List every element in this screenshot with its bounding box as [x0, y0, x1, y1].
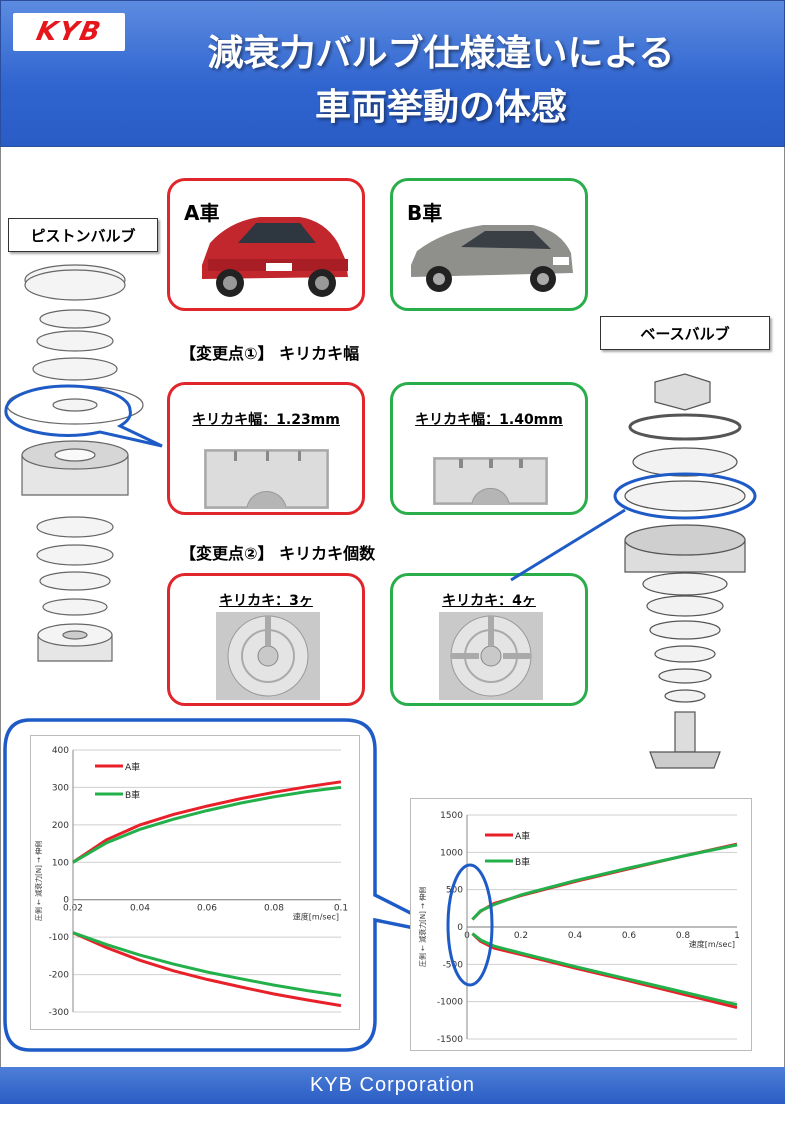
series-line-extension [72, 785, 342, 864]
x-tick-label: 0.8 [676, 931, 691, 941]
x-tick-label: 0.08 [264, 904, 284, 914]
title-line-2: 車両挙動の体感 [314, 87, 567, 128]
disc-count-b-image [439, 612, 543, 700]
footer-banner: KYB Corporation [0, 1067, 785, 1104]
y-tick-label: 0 [457, 923, 463, 933]
kyb-logo: KYB [13, 13, 125, 51]
y-tick-label: -1000 [437, 998, 463, 1008]
series-line-extension [471, 843, 738, 921]
change-1-b-card: キリカキ幅：1.40mm [390, 382, 588, 515]
y-tick-label: -1500 [437, 1035, 463, 1045]
base-valve-diagram [624, 373, 746, 769]
x-tick-label: 0.1 [334, 904, 348, 914]
change-2-b-card: キリカキ：4ヶ [390, 573, 588, 706]
y-tick-label: 400 [52, 746, 69, 756]
piston-highlight-pointer [4, 384, 163, 448]
series-line-extension [72, 780, 342, 864]
x-tick-label: 0.4 [568, 931, 583, 941]
change-2-title: 【変更点②】 キリカキ個数 [180, 544, 376, 563]
series-line-compression [471, 932, 738, 1007]
x-axis-label: 速度[m/sec] [293, 912, 339, 922]
base-highlight-pointer [510, 472, 757, 582]
y-axis-label: 圧側 ← 減衰力[N] → 伸側 [34, 841, 43, 921]
disc-width-b-image [433, 457, 548, 505]
legend-label: A車 [125, 761, 140, 773]
change-2-a-caption: キリカキ：3ヶ [219, 593, 313, 609]
y-tick-label: -100 [49, 933, 70, 943]
car-a-card: A車 [167, 178, 365, 311]
change-1-title: 【変更点①】 キリカキ幅 [180, 344, 360, 363]
y-tick-label: 0 [63, 896, 69, 906]
y-tick-label: 100 [52, 858, 69, 868]
chart2-highlight-ellipse [446, 863, 494, 987]
series-line-compression [72, 931, 342, 997]
disc-width-a-image [204, 449, 329, 509]
x-tick-label: 0.04 [130, 904, 150, 914]
y-tick-label: 200 [52, 821, 69, 831]
x-tick-label: 0.06 [197, 904, 217, 914]
y-tick-label: -300 [49, 1008, 70, 1018]
legend-label: A車 [515, 830, 530, 842]
base-valve-label: ベースバルブ [600, 316, 770, 350]
piston-valve-label: ピストンバルブ [8, 218, 158, 252]
disc-count-a-image [216, 612, 320, 700]
change-1-b-caption: キリカキ幅：1.40mm [415, 412, 563, 428]
content-frame [0, 147, 785, 1067]
x-tick-label: 0.2 [514, 931, 528, 941]
change-2-b-caption: キリカキ：4ヶ [442, 593, 536, 609]
page-title: 減衰力バルブ仕様違いによる 車両挙動の体感 [131, 27, 751, 135]
change-1-a-caption: キリカキ幅：1.23mm [192, 412, 340, 428]
y-axis-label: 圧側 ← 減衰力[N] → 伸側 [418, 887, 427, 967]
car-b-image [411, 225, 573, 292]
series-line-compression [72, 931, 342, 1008]
x-axis-label: 速度[m/sec] [689, 939, 735, 949]
x-tick-label: 0.6 [622, 931, 637, 941]
car-b-name: B車 [407, 201, 443, 225]
car-a-image [202, 217, 348, 297]
car-a-name: A車 [184, 201, 220, 225]
x-tick-label: 1 [734, 931, 740, 941]
change-1-a-card: キリカキ幅：1.23mm [167, 382, 365, 515]
header-banner: KYB 減衰力バルブ仕様違いによる 車両挙動の体感 [0, 0, 785, 147]
y-tick-label: 1000 [440, 848, 463, 858]
y-tick-label: 300 [52, 783, 69, 793]
title-line-1: 減衰力バルブ仕様違いによる [207, 33, 675, 74]
y-tick-label: -200 [49, 971, 70, 981]
zoom-bubble [3, 718, 459, 1052]
y-tick-label: 1500 [440, 811, 463, 821]
series-line-extension [471, 842, 738, 921]
legend-label: B車 [125, 789, 140, 801]
change-2-a-card: キリカキ：3ヶ [167, 573, 365, 706]
car-b-card: B車 [390, 178, 588, 311]
piston-valve-diagram [6, 264, 144, 662]
y-tick-label: 500 [446, 886, 463, 896]
legend-label: B車 [515, 856, 530, 868]
